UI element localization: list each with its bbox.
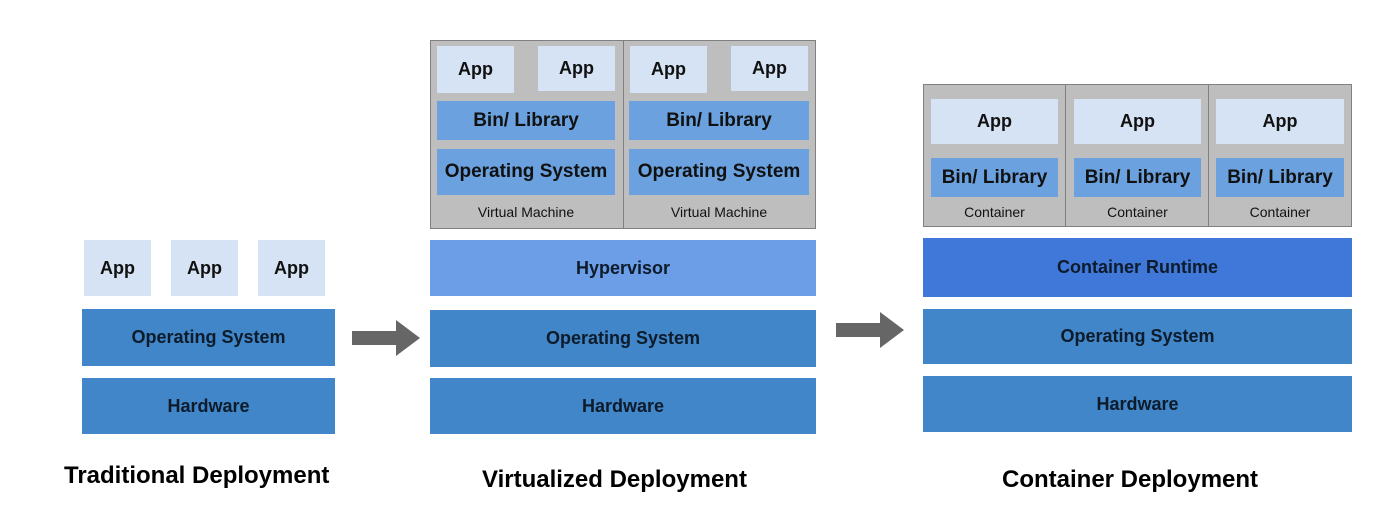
traditional-app-3: App [258,240,325,296]
container2-app: App [1074,99,1201,144]
vm2-operating-system: Operating System [629,149,809,195]
vm1-bin-library: Bin/ Library [437,101,615,140]
container3-caption: Container [1249,204,1311,220]
container3-app: App [1216,99,1344,144]
vm1-caption: Virtual Machine [477,204,575,220]
traditional-os-layer: Operating System [82,309,335,366]
virtualized-hardware-layer: Hardware [430,378,816,434]
container-os-layer: Operating System [923,309,1352,364]
vm-divider [623,40,624,229]
virtualized-title: Virtualized Deployment [482,466,747,493]
container2-caption: Container [1107,204,1168,220]
vm2-bin-library: Bin/ Library [629,101,809,140]
container-hardware-layer: Hardware [923,376,1352,432]
container3-bin-library: Bin/ Library [1216,158,1344,197]
arrow-right-icon [352,320,420,356]
vm1-app-1: App [437,46,514,93]
hypervisor-layer: Hypervisor [430,240,816,296]
container-divider-1 [1065,84,1066,227]
vm1-operating-system: Operating System [437,149,615,195]
container-runtime-layer: Container Runtime [923,238,1352,297]
vm2-app-1: App [630,46,707,93]
container1-bin-library: Bin/ Library [931,158,1058,197]
container-divider-2 [1208,84,1209,227]
traditional-app-1: App [84,240,151,296]
container1-app: App [931,99,1058,144]
container-title: Container Deployment [1002,466,1259,493]
traditional-title: Traditional Deployment [64,462,330,489]
traditional-hardware-layer: Hardware [82,378,335,434]
virtualized-os-layer: Operating System [430,310,816,367]
container2-bin-library: Bin/ Library [1074,158,1201,197]
container1-caption: Container [964,204,1025,220]
traditional-app-2: App [171,240,238,296]
vm1-app-2: App [538,46,615,91]
vm2-app-2: App [731,46,808,91]
arrow-right-icon [836,312,904,348]
vm2-caption: Virtual Machine [670,204,768,220]
